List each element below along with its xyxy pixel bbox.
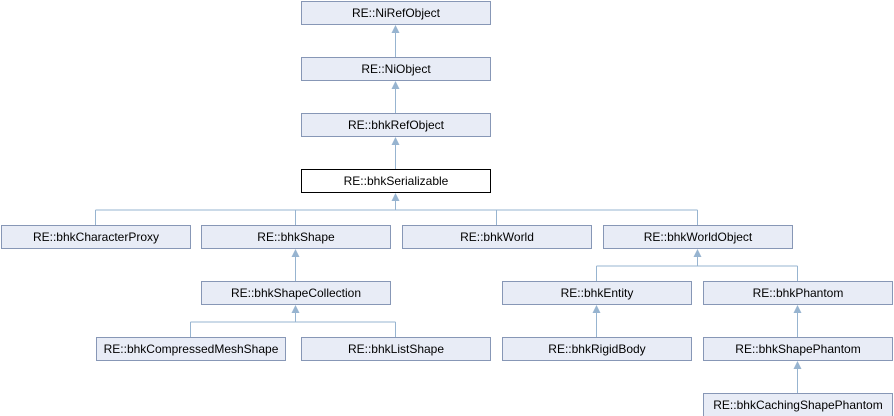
class-node-listshape[interactable]: RE::bhkListShape <box>301 337 491 361</box>
inheritance-arrowhead <box>793 361 802 369</box>
class-box <box>1 225 191 249</box>
class-node-world[interactable]: RE::bhkWorld <box>402 225 592 249</box>
class-box <box>703 393 893 416</box>
class-node-caching[interactable]: RE::bhkCachingShapePhantom <box>703 393 893 416</box>
class-box <box>603 225 793 249</box>
class-box <box>301 337 491 361</box>
class-box <box>96 337 286 361</box>
class-box <box>703 337 893 361</box>
class-label: RE::bhkRigidBody <box>548 342 645 356</box>
class-label: RE::bhkCompressedMeshShape <box>104 342 279 356</box>
class-node-phantom[interactable]: RE::bhkPhantom <box>703 281 893 305</box>
class-box <box>301 113 491 137</box>
inheritance-arrowhead <box>291 305 300 313</box>
class-node-shapecoll[interactable]: RE::bhkShapeCollection <box>201 281 391 305</box>
class-box <box>301 1 491 25</box>
inheritance-arrowhead <box>391 25 400 33</box>
class-label: RE::bhkEntity <box>561 286 634 300</box>
edge-group-niobj <box>391 81 400 113</box>
edge-group-shapecoll <box>190 305 396 337</box>
class-node-worldobj[interactable]: RE::bhkWorldObject <box>603 225 793 249</box>
class-box <box>301 57 491 81</box>
class-node-compmesh[interactable]: RE::bhkCompressedMeshShape <box>96 337 286 361</box>
inheritance-arrowhead <box>291 249 300 257</box>
edge-group-phantom <box>793 305 802 337</box>
inheritance-arrowhead <box>693 249 702 257</box>
class-box <box>201 281 391 305</box>
class-node-bhkref[interactable]: RE::bhkRefObject <box>301 113 491 137</box>
class-label: RE::NiObject <box>361 62 431 76</box>
inheritance-arrowhead <box>592 305 601 313</box>
class-label: RE::bhkCachingShapePhantom <box>713 398 882 412</box>
edge-group-shape <box>291 249 300 281</box>
class-box <box>703 281 893 305</box>
class-label: RE::bhkShape <box>257 230 335 244</box>
class-box <box>201 225 391 249</box>
inheritance-arrowhead <box>391 137 400 145</box>
class-label: RE::bhkListShape <box>348 342 444 356</box>
class-box <box>301 169 491 193</box>
edge-group-shapephantom <box>793 361 802 393</box>
inheritance-edges <box>95 25 802 393</box>
inheritance-arrowhead <box>391 81 400 89</box>
class-node-entity[interactable]: RE::bhkEntity <box>502 281 692 305</box>
class-label: RE::NiRefObject <box>352 6 441 20</box>
class-node-shapephantom[interactable]: RE::bhkShapePhantom <box>703 337 893 361</box>
class-label: RE::bhkWorld <box>460 230 534 244</box>
edge-group-bhkref <box>391 137 400 169</box>
class-label: RE::bhkShapePhantom <box>735 342 860 356</box>
edge-group-entity <box>592 305 601 337</box>
class-label: RE::bhkRefObject <box>348 118 445 132</box>
class-box <box>502 337 692 361</box>
class-box <box>402 225 592 249</box>
class-label: RE::bhkSerializable <box>344 174 449 188</box>
class-node-shape[interactable]: RE::bhkShape <box>201 225 391 249</box>
class-box <box>502 281 692 305</box>
inheritance-arrowhead <box>793 305 802 313</box>
edge-group-worldobj <box>596 249 798 281</box>
class-label: RE::bhkPhantom <box>753 286 844 300</box>
class-node-charproxy[interactable]: RE::bhkCharacterProxy <box>1 225 191 249</box>
class-node-rigid[interactable]: RE::bhkRigidBody <box>502 337 692 361</box>
class-node-niobj[interactable]: RE::NiObject <box>301 57 491 81</box>
inheritance-arrowhead <box>391 193 400 201</box>
class-label: RE::bhkCharacterProxy <box>33 230 159 244</box>
edge-group-bhkser <box>95 193 698 225</box>
edge-group-niref <box>391 25 400 57</box>
class-node-bhkser: RE::bhkSerializable <box>301 169 491 193</box>
class-label: RE::bhkShapeCollection <box>231 286 361 300</box>
class-node-niref[interactable]: RE::NiRefObject <box>301 1 491 25</box>
class-label: RE::bhkWorldObject <box>644 230 753 244</box>
